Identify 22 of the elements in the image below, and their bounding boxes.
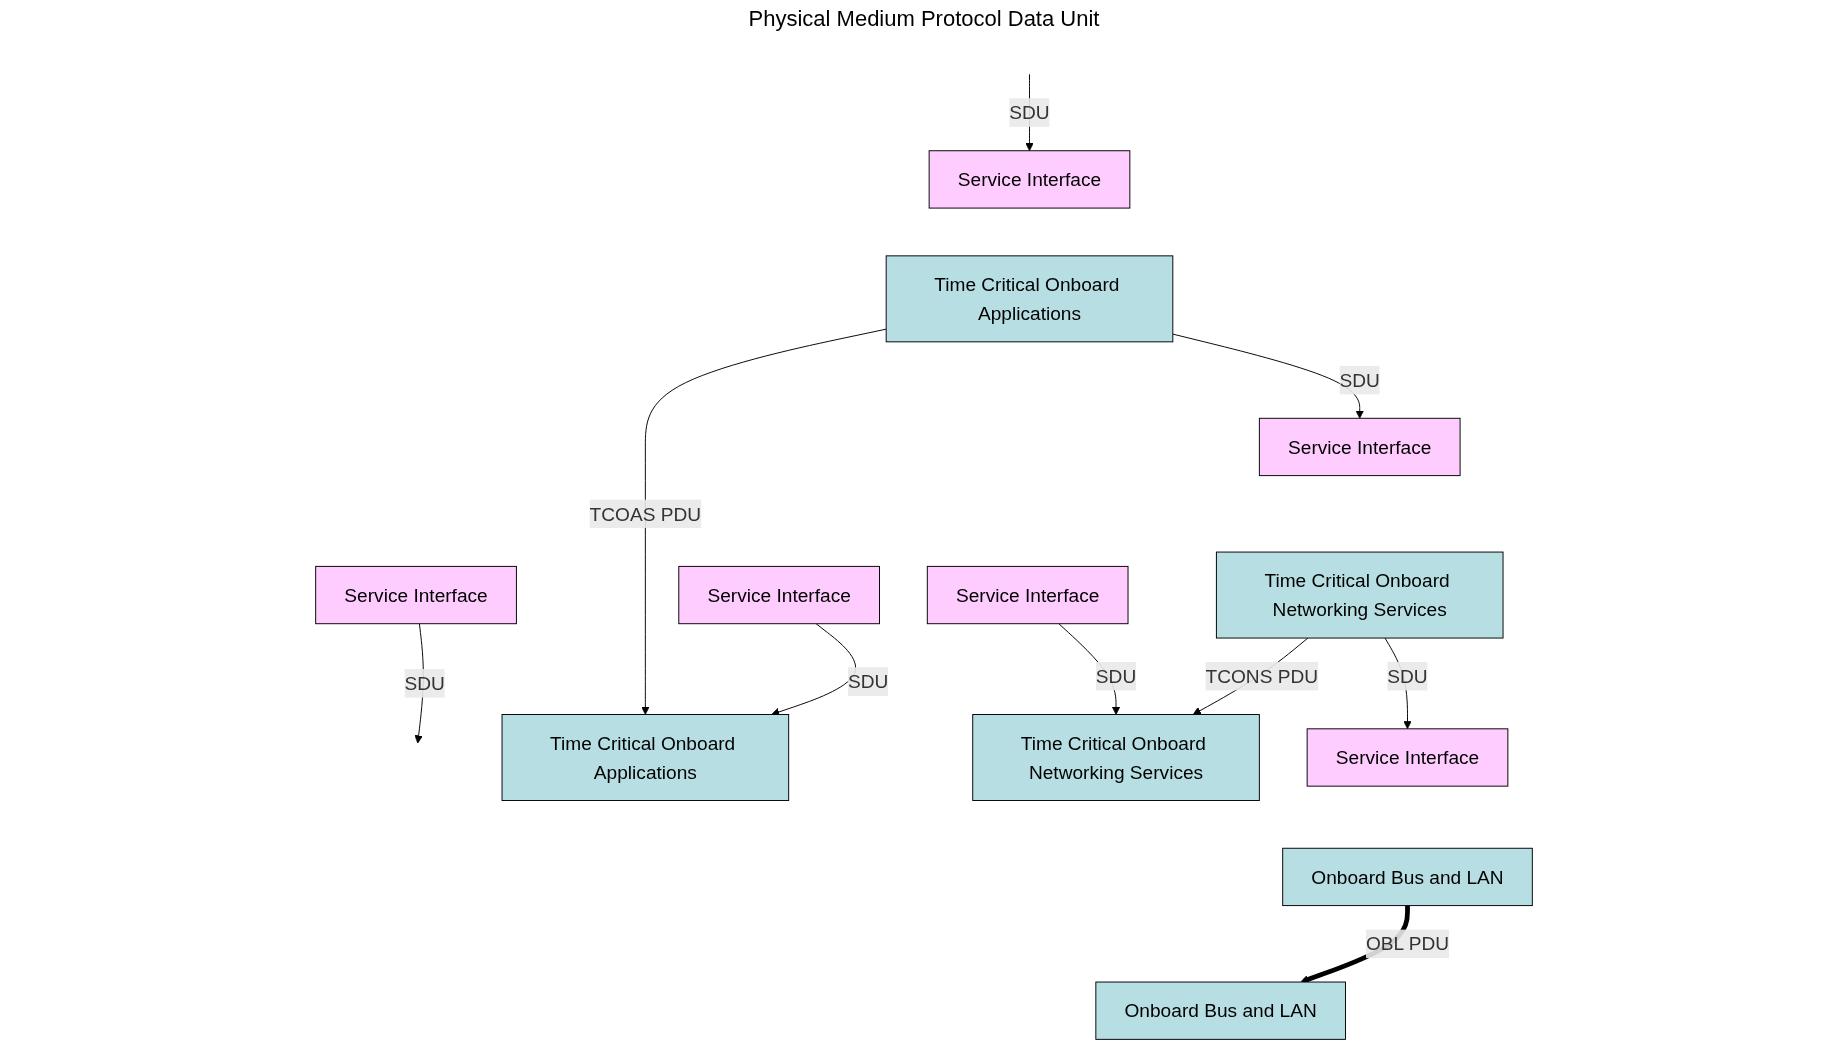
node-box: Time Critical Onboard Networking Services xyxy=(1215,551,1504,639)
node-box: Onboard Bus and LAN xyxy=(1095,981,1346,1040)
node-box: Service Interface xyxy=(315,565,517,625)
edge-label: SDU xyxy=(1095,665,1137,687)
edge-label: OBL PDU xyxy=(1365,933,1450,955)
node-box: Onboard Bus and LAN xyxy=(1282,847,1533,907)
edge-label: SDU xyxy=(1387,665,1428,687)
edge-label: TCOAS PDU xyxy=(589,503,702,525)
node-box: Time Critical Onboard Applications xyxy=(885,255,1174,343)
node-box: Time Critical Onboard Applications xyxy=(501,714,790,801)
edge-label: SDU xyxy=(1339,369,1380,391)
node-box: Service Interface xyxy=(926,565,1129,625)
node-box: Service Interface xyxy=(678,565,880,625)
edge-label: SDU xyxy=(848,671,889,693)
edge-label: TCONS PDU xyxy=(1205,665,1319,687)
edge-label: SDU xyxy=(1009,102,1050,124)
node-box: Time Critical Onboard Networking Services xyxy=(972,714,1260,801)
note-text: Physical Medium Protocol Data Unit xyxy=(748,6,1100,32)
node-box: Service Interface xyxy=(1306,728,1509,787)
node-box: Service Interface xyxy=(1258,417,1461,477)
edge-label: SDU xyxy=(404,672,445,694)
node-box: Service Interface xyxy=(928,150,1131,209)
